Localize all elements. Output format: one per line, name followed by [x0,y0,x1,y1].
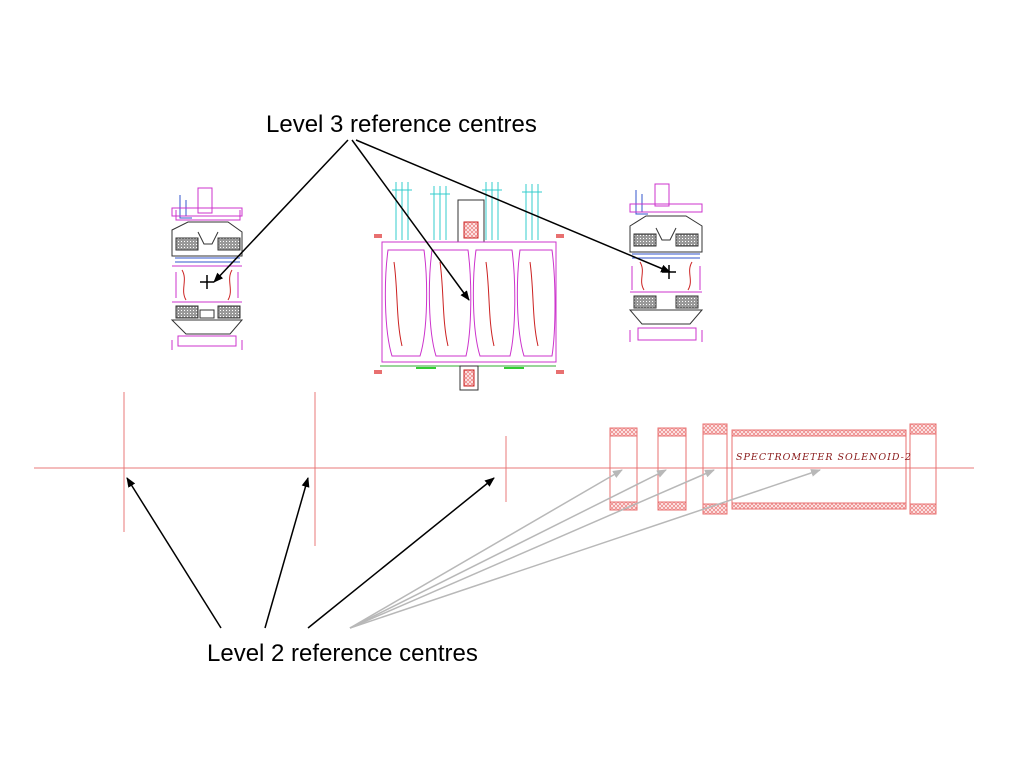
level2-label: Level 2 reference centres [207,640,478,667]
level3-label: Level 3 reference centres [266,111,537,138]
center-rf-cavity-module [374,182,564,391]
level3-arrows [213,139,671,301]
level2-arrow-1 [126,477,222,629]
level2-arrows-black [126,477,495,629]
level2-arrows-grey [349,469,821,629]
level3-arrow-left [213,139,349,283]
level2-arrow-6 [349,469,715,629]
spectrometer-solenoid-2 [731,429,907,510]
right-absorber-module [628,183,704,342]
solenoid-label: SPECTROMETER SOLENOID-2 [736,452,912,463]
coil-2 [657,427,687,511]
level2-arrow-7 [349,469,821,629]
level3-arrow-right [355,139,671,273]
left-absorber-module [170,187,244,350]
end-coil [909,423,937,515]
level2-arrow-3 [307,477,495,629]
level2-arrow-5 [349,469,667,629]
level2-arrow-2 [264,477,310,629]
level3-arrow-center [351,139,470,301]
coil-1 [609,427,638,511]
beamline-layout: SPECTROMETER SOLENOID-2 [34,392,974,546]
coil-3 [702,423,728,515]
level2-arrow-4 [349,469,623,629]
